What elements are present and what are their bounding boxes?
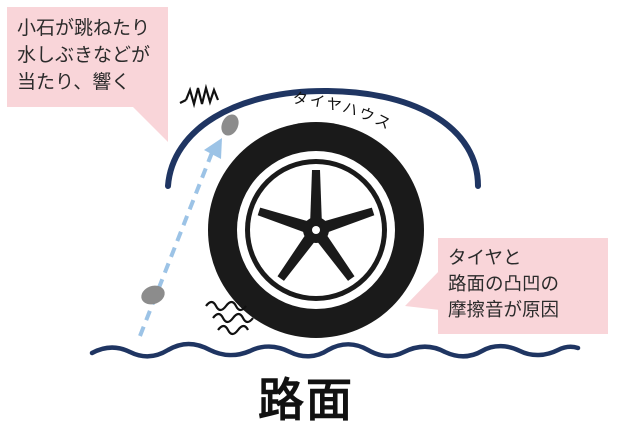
callout-left-tail: [130, 104, 168, 142]
stone-lower: [141, 285, 165, 305]
stone-upper: [221, 114, 239, 136]
callout-right-line-2: 路面の凸凹の: [448, 274, 560, 295]
wheel-spokes: [257, 170, 375, 281]
tire: [208, 122, 424, 338]
stone-trajectory-arrow: [138, 138, 222, 337]
spring-noise-icon: [205, 300, 254, 336]
road-surface: [89, 341, 581, 359]
callout-left-line-2: 水しぶきなどが: [17, 44, 151, 66]
callout-right-tail: [405, 270, 440, 310]
stone-splash-callout: 小石が跳ねたり 水しぶきなどが 当たり、響く: [7, 7, 168, 107]
tire-house-arch: [165, 87, 481, 189]
zigzag-sound-icon: [179, 83, 220, 109]
callout-left-line-3: 当たり、響く: [17, 71, 131, 93]
callout-left-line-1: 小石が跳ねたり: [17, 17, 151, 39]
road-label: 路面: [258, 373, 354, 427]
callout-right-line-3: 摩擦音が原因: [448, 300, 560, 321]
friction-noise-callout: タイヤと 路面の凸凹の 摩擦音が原因: [438, 238, 608, 334]
callout-right-line-1: タイヤと: [448, 248, 522, 269]
